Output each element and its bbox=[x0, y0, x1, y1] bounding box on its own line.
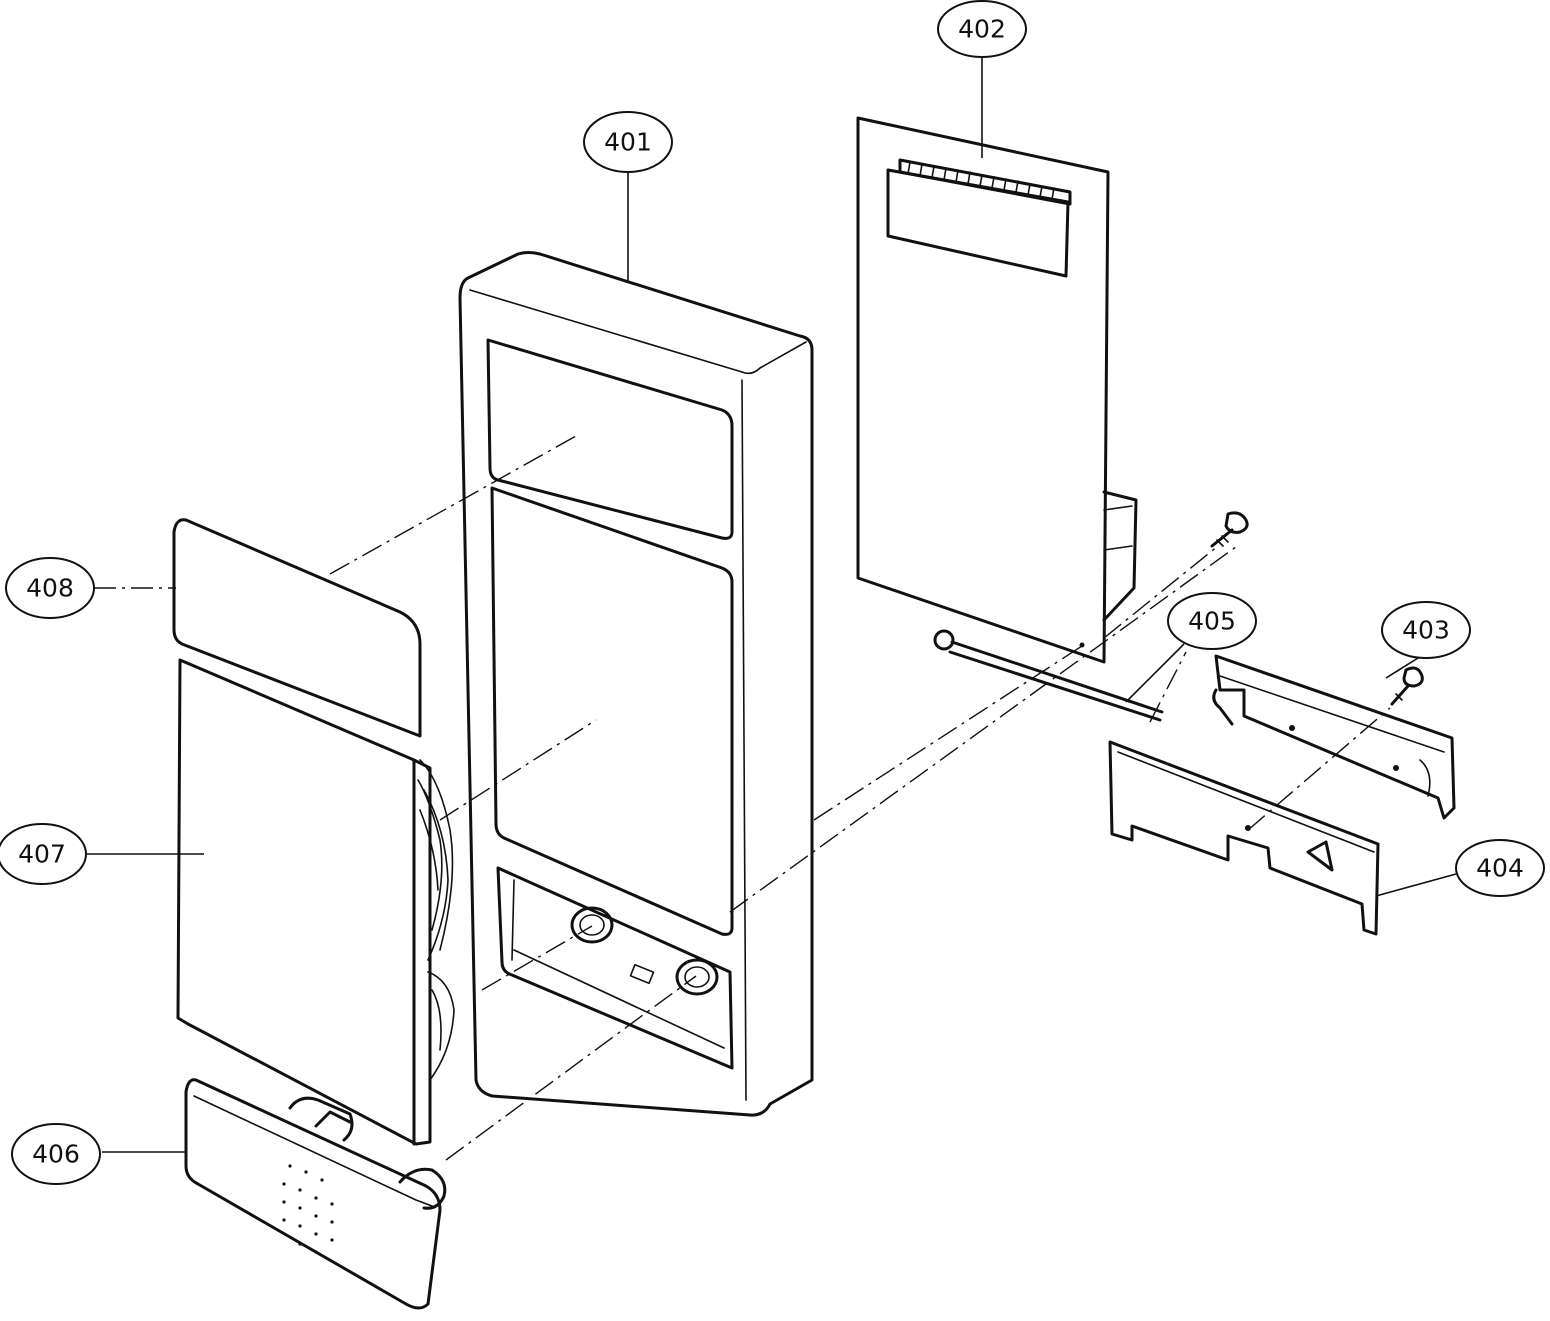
callout-406: 406 bbox=[11, 1123, 186, 1185]
part-406-knob-bar bbox=[184, 1078, 447, 1310]
speaker-dots bbox=[282, 1164, 334, 1254]
part-403-bracket bbox=[1212, 654, 1456, 820]
part-404-bracket bbox=[1108, 740, 1380, 936]
callout-405: 405 bbox=[1125, 592, 1257, 703]
callout-401: 401 bbox=[583, 111, 673, 282]
callout-404: 404 bbox=[1375, 839, 1545, 897]
display-connector-pins bbox=[898, 158, 1072, 206]
callout-403: 403 bbox=[1381, 601, 1471, 679]
svg-text:404: 404 bbox=[1476, 854, 1524, 883]
part-408-display-cover bbox=[172, 518, 422, 738]
screw-402 bbox=[1210, 511, 1249, 548]
callout-402: 402 bbox=[937, 0, 1027, 158]
part-407-control-panel-cover bbox=[176, 658, 455, 1146]
screw-403 bbox=[1390, 666, 1424, 706]
callout-407: 407 bbox=[0, 823, 204, 885]
wire-bundle bbox=[417, 759, 455, 1081]
svg-text:408: 408 bbox=[26, 574, 74, 603]
callout-408: 408 bbox=[5, 557, 176, 619]
svg-text:403: 403 bbox=[1402, 616, 1450, 645]
svg-text:407: 407 bbox=[18, 840, 66, 869]
svg-text:406: 406 bbox=[32, 1140, 80, 1169]
part-402-control-panel-board bbox=[856, 116, 1138, 664]
assembly-lines bbox=[329, 435, 1391, 1161]
svg-text:402: 402 bbox=[958, 15, 1006, 44]
svg-text:405: 405 bbox=[1188, 607, 1236, 636]
part-401-control-frame bbox=[458, 251, 814, 1117]
svg-text:401: 401 bbox=[604, 128, 652, 157]
